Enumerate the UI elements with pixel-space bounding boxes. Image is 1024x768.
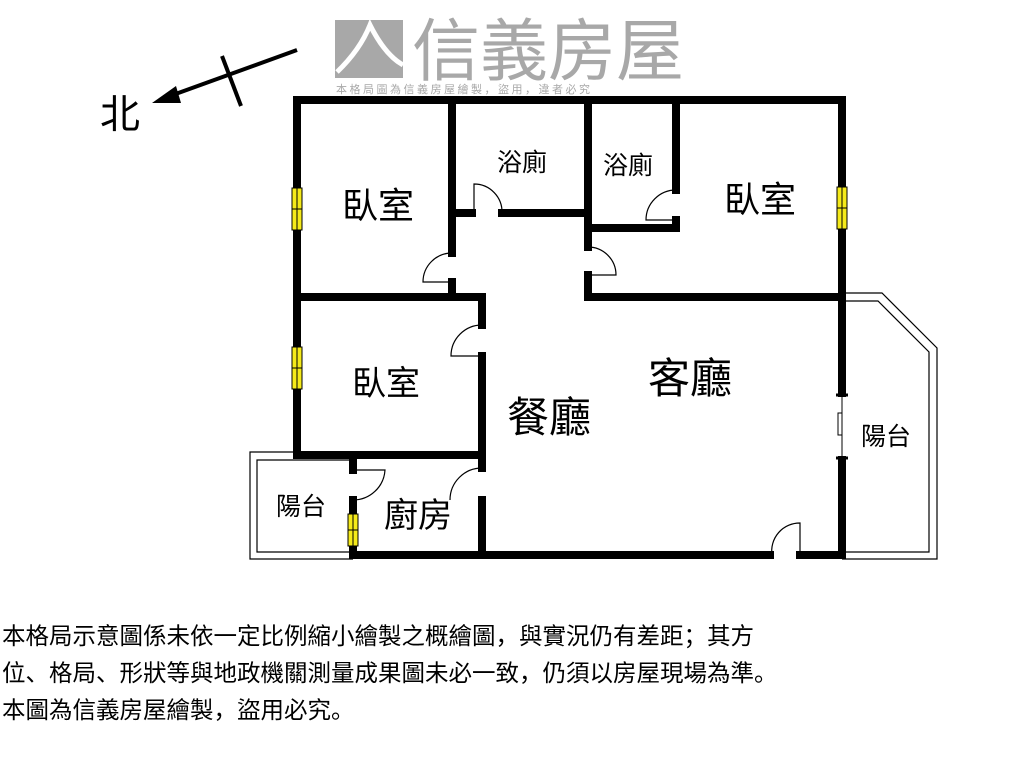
door-bath-1 bbox=[473, 183, 503, 214]
sliding-door[interactable] bbox=[836, 393, 848, 460]
door-bedroom-mid bbox=[450, 324, 483, 357]
windows bbox=[291, 186, 848, 547]
door-kitchen-balcony bbox=[352, 469, 386, 501]
disclaimer: 本格局示意圖係未依一定比例縮小繪製之概繪圖，與實況仍有差距；其方 位、格局、形狀… bbox=[2, 618, 1024, 729]
doors bbox=[352, 183, 801, 556]
door-bath-2 bbox=[645, 189, 677, 221]
label-bedroom-mid-left: 臥室 bbox=[352, 364, 420, 404]
watermark-brand: 信義房屋 bbox=[412, 13, 684, 92]
north-label: 北 bbox=[100, 92, 140, 138]
label-bedroom-top-left: 臥室 bbox=[342, 186, 414, 227]
disclaimer-line-2: 位、格局、形狀等與地政機關測量成果圖未必一致，仍須以房屋現場為準。 bbox=[2, 659, 778, 687]
label-living-room: 客廳 bbox=[648, 354, 732, 403]
label-balcony-right: 陽台 bbox=[861, 422, 911, 451]
north-compass: 北 bbox=[100, 48, 298, 138]
disclaimer-line-3: 本圖為信義房屋繪製，盜用必究。 bbox=[2, 696, 355, 724]
label-balcony-left: 陽台 bbox=[276, 492, 326, 521]
label-bath-1: 浴廁 bbox=[497, 148, 547, 177]
disclaimer-line-1: 本格局示意圖係未依一定比例縮小繪製之概繪圖，與實況仍有差距；其方 bbox=[2, 622, 754, 650]
watermark-logo: 信義房屋 本格局圖為信義房屋繪製，盜用，違者必究 bbox=[335, 13, 684, 96]
door-hall-right bbox=[587, 246, 617, 276]
door-bedroom-top-left bbox=[422, 252, 453, 283]
door-kitchen bbox=[449, 467, 483, 501]
label-dining-room: 餐廳 bbox=[507, 393, 591, 442]
label-bath-2: 浴廁 bbox=[603, 151, 653, 180]
label-kitchen: 廚房 bbox=[384, 496, 452, 536]
watermark-notice: 本格局圖為信義房屋繪製，盜用，違者必究 bbox=[336, 82, 593, 96]
door-entrance bbox=[771, 522, 801, 556]
walls bbox=[293, 96, 846, 559]
label-bedroom-top-right: 臥室 bbox=[724, 180, 796, 221]
